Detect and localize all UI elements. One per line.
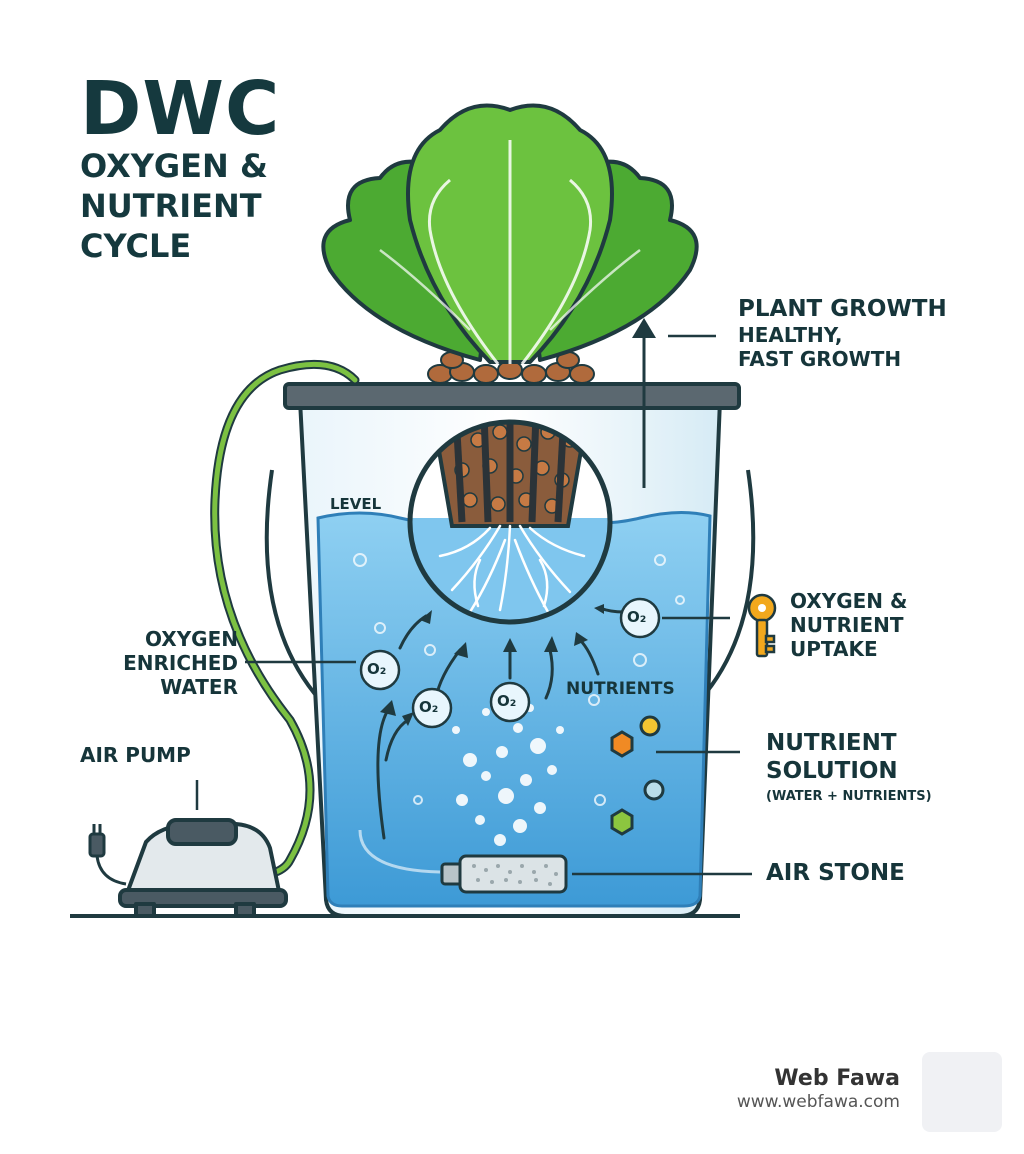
- o2-label-1: O₂: [367, 660, 387, 678]
- nutrient-solution-label-1: NUTRIENT: [766, 730, 897, 756]
- oxygen-water-label-1: OXYGEN: [144, 627, 238, 651]
- oxygen-water-label-3: WATER: [160, 675, 238, 699]
- nutrients-label: NUTRIENTS: [566, 679, 675, 699]
- o2-label-4: O₂: [627, 608, 647, 626]
- o2-label-2: O₂: [419, 698, 439, 716]
- oxygen-water-label-2: ENRICHED: [123, 651, 238, 675]
- bucket-lid: [283, 382, 741, 410]
- page-title: DWC: [80, 66, 281, 152]
- nutrient-solution-label-2: SOLUTION: [766, 758, 898, 784]
- plant-growth-sub-2: FAST GROWTH: [738, 347, 902, 371]
- bucket-handle-left: [264, 469, 322, 702]
- air-pump-label: AIR PUMP: [80, 743, 191, 767]
- bucket-handle-right: [698, 469, 756, 702]
- plug-icon: [88, 824, 127, 886]
- brand-url: www.webfawa.com: [736, 1092, 900, 1112]
- uptake-label-2: NUTRIENT: [790, 613, 904, 637]
- uptake-label-1: OXYGEN &: [790, 589, 908, 613]
- nutrient-solution-label-3: (WATER + NUTRIENTS): [766, 789, 932, 804]
- o2-label-3: O₂: [497, 692, 517, 710]
- subtitle-line-2: NUTRIENT: [80, 187, 262, 225]
- roots-icon: [438, 524, 586, 614]
- magnifier-net-pot: [407, 419, 613, 625]
- air-bubbles: [452, 704, 564, 846]
- subtitle-line-3: CYCLE: [80, 227, 192, 265]
- uptake-label-3: UPTAKE: [790, 637, 878, 661]
- air-stone-label: AIR STONE: [766, 860, 905, 886]
- air-pump-icon: [118, 818, 288, 918]
- air-tube: [212, 361, 358, 877]
- hexagon-icon: [610, 730, 634, 758]
- level-label: LEVEL: [330, 495, 382, 513]
- clay-pebbles: [427, 351, 595, 384]
- brand-logo: [922, 1052, 1002, 1132]
- plant-growth-label: PLANT GROWTH: [738, 296, 947, 322]
- air-stone-icon: [440, 854, 568, 894]
- brand-name: Web Fawa: [774, 1066, 900, 1091]
- o2-bubble-icon: [359, 597, 661, 729]
- lettuce-plant-icon: [321, 103, 699, 365]
- plant-growth-sub-1: HEALTHY,: [738, 323, 843, 347]
- subtitle-line-1: OXYGEN &: [80, 147, 268, 185]
